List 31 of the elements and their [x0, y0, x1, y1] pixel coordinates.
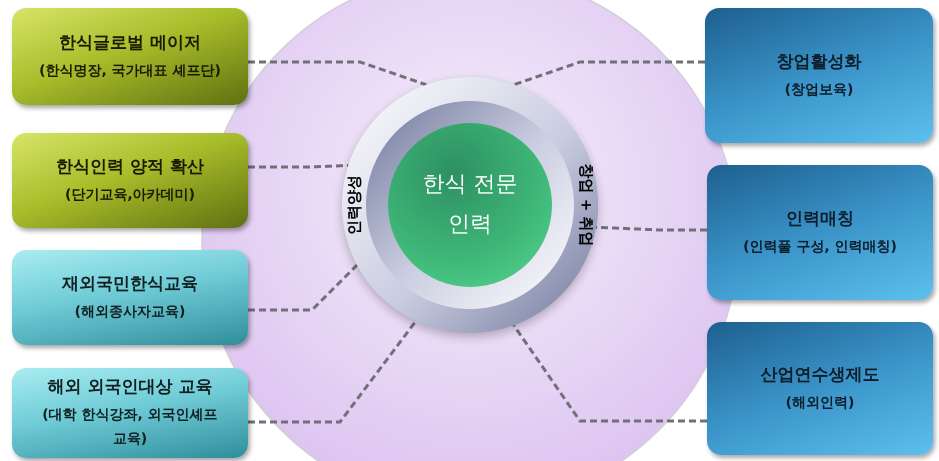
topic-box	[12, 368, 248, 458]
ring-label: 창업 + 취업	[576, 164, 596, 246]
ring-label: 인력양성	[344, 175, 364, 235]
topic-box	[705, 8, 933, 143]
dashed-connector	[513, 60, 705, 86]
dashed-connector	[248, 320, 418, 424]
box-detail: (인력풀 구성, 인력매칭)	[743, 238, 897, 256]
dashed-connector	[248, 264, 358, 312]
box-detail: (한식명장, 국가대표 셰프단)	[39, 62, 221, 80]
box-detail: (해외인력)	[786, 394, 854, 412]
dashed-connector	[248, 60, 427, 86]
topic-box	[12, 8, 248, 105]
box-heading: 산업연수생제도	[760, 364, 880, 386]
box-heading: 한식글로벌 메이저	[59, 32, 201, 54]
box-detail: (창업보육)	[784, 80, 854, 100]
dashed-connector	[248, 164, 348, 168]
box-heading: 창업활성화	[776, 50, 862, 74]
box-heading: 한식인력 양적 확산	[56, 156, 204, 178]
topic-box	[707, 322, 933, 455]
box-heading: 해외 외국인대상 교육	[48, 376, 212, 399]
box-detail: (대학 한식강좌, 외국인셰프 교육)	[41, 406, 219, 449]
topic-box	[12, 250, 248, 345]
box-detail: (단기교육,아카데미)	[64, 186, 196, 204]
center-title: 한식 전문인력	[422, 171, 518, 239]
dashed-connector	[512, 324, 707, 422]
box-heading: 인력매칭	[786, 208, 854, 230]
topic-box	[12, 133, 248, 228]
box-heading: 재외국민한식교육	[62, 272, 198, 296]
topic-box	[707, 165, 933, 300]
dashed-connector	[596, 226, 707, 232]
box-detail: (해외종사자교육)	[74, 302, 186, 322]
